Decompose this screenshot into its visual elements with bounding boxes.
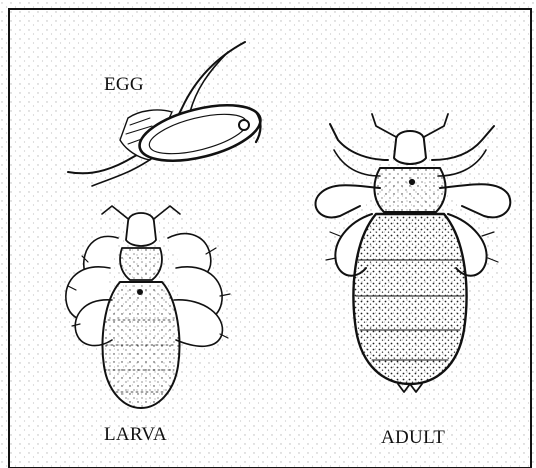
egg-label: EGG — [104, 74, 144, 96]
larva-label: LARVA — [104, 424, 167, 446]
adult-label: ADULT — [381, 427, 445, 449]
